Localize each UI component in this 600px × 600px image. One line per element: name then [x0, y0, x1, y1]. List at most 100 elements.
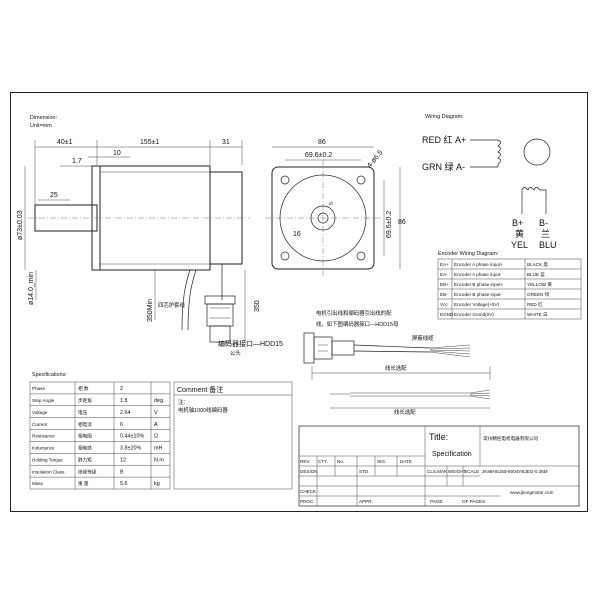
spec-value: B	[120, 469, 124, 475]
encoder-wiring-title: Encoder Wiring Diagram:	[438, 251, 498, 257]
spec-name-cn: 相 数	[78, 385, 89, 392]
page-label: PAGE:	[430, 499, 444, 504]
dim-1-7: 1.7	[72, 158, 82, 165]
website: www.jkongmotor.com	[510, 490, 554, 495]
encoder-desc: Encoder A phase input-	[454, 272, 502, 277]
dim-155: 155±1	[140, 139, 160, 146]
encoder-wiring: Encoder Wiring Diagram: EA+ Encoder A pha…	[437, 251, 582, 320]
cty-label: CTY.	[318, 459, 328, 464]
dim-5: 5	[329, 202, 335, 205]
spec-name: Current	[32, 422, 48, 427]
wire-b-plus-cn: 黄	[515, 228, 524, 239]
spec-name: Voltage	[32, 410, 48, 415]
spec-name-cn: 步距角	[78, 397, 92, 404]
dim-350-min: 350Min	[147, 299, 154, 322]
front-view: 86 69.6±0.2 4-ø6.5 16 5 69.6±0.2 86	[265, 139, 406, 276]
spec-name: Phase	[32, 386, 45, 391]
appr-label: APPR.	[359, 499, 373, 504]
title-label: Title:	[429, 432, 448, 442]
encoder-desc: Encoder Grond(0V)	[454, 312, 494, 317]
dimension-unit: Unit=mm	[30, 123, 52, 129]
dim-86-top: 86	[318, 139, 326, 146]
encoder-pin: Vcc	[440, 302, 448, 307]
wire-b-minus-cn: 兰	[541, 228, 550, 239]
encoder-pin: EB-	[440, 292, 448, 297]
encoder-pin: EA+	[440, 262, 449, 267]
spec-name-cn: 绝缘等级	[78, 468, 97, 475]
encoder-desc: Encoder B phase input+	[454, 282, 503, 287]
dim-31: 31	[222, 139, 230, 146]
spec-value: 1.8	[120, 398, 128, 404]
encoder-table: EA+Encoder A phase input+BLACK 黑EA-Encod…	[438, 262, 581, 318]
encoder-color: RED 红	[527, 301, 543, 307]
spec-value: 2.64	[120, 410, 131, 416]
scale-label: SCALE	[464, 469, 479, 474]
company-name: 常州精控电机电器有限公司	[483, 435, 539, 442]
wire-green: GRN 绿 A-	[422, 161, 465, 172]
cable-length-1: 线长选配	[385, 364, 407, 372]
comment-title: Comment 备注	[177, 385, 223, 394]
rev-label: REV.	[300, 459, 310, 464]
spec-name-cn: 相电阻	[78, 433, 92, 440]
spec-name-cn: 相电流	[78, 421, 92, 428]
spec-unit: mH	[154, 446, 162, 452]
encoder-color: BLACK 黑	[527, 262, 548, 268]
part-number: JK86HS155-6004YBJEO-0.35M	[482, 469, 548, 474]
sig-label: SIG.	[377, 459, 386, 464]
dim-wire-diameter: ø14.0_min	[28, 272, 35, 305]
of-pages-label: OF PAGES	[462, 499, 485, 504]
design-label: DESIGN	[300, 469, 318, 474]
title-block: REV. CTY. No. SIG. DATE DESIGN STD. CHEC…	[298, 425, 580, 507]
spec-value: 3.8±20%	[120, 446, 141, 452]
wire-red: RED 红 A+	[422, 134, 466, 145]
spec-unit: kg	[154, 481, 160, 487]
cable-note-line2: 线，如下图编码器接口—HDD15母	[316, 320, 399, 328]
dimension-title: Dimension:	[30, 115, 57, 121]
cable-drawing: 电机引出线和编码器引出线的配 线，如下图编码器接口—HDD15母 屏蔽线缆 线长…	[303, 309, 491, 416]
encoder-pin: EGND	[440, 312, 454, 317]
spec-name: Holding Torque	[32, 457, 63, 462]
check-label: CHECK	[300, 489, 317, 494]
no-label: No.	[337, 459, 344, 464]
wire-b-minus-color: BLU	[539, 240, 557, 250]
spec-name: Mass	[32, 481, 44, 486]
encoder-desc: Encoder A phase input+	[454, 262, 503, 267]
dim-69-6-side: 69.6±0.2	[386, 211, 393, 238]
encoder-color: BLUE 蓝	[527, 271, 545, 277]
std-label: STD.	[359, 469, 369, 474]
dim-69-6-top: 69.6±0.2	[305, 152, 332, 159]
shield-cable-label: 屏蔽线缆	[412, 334, 434, 342]
specifications-title: Specifications:	[32, 372, 67, 378]
spec-name: Step Angle	[32, 398, 55, 403]
cable-note-line1: 电机引出线和编码器引出线的配	[316, 309, 392, 317]
spec-name-cn: 相电感	[78, 445, 92, 452]
weight-label: WEIGHT	[448, 469, 467, 474]
wiring-title: Wiring Diagram:	[425, 114, 464, 120]
spec-name-cn: 静力矩	[78, 456, 92, 463]
spec-name: Insulation Class	[32, 469, 65, 474]
spec-value: 6	[120, 422, 123, 428]
title-value: Specification	[432, 451, 472, 458]
wiring-diagram: Wiring Diagram: RED 红 A+ GRN 绿 A- B+ B- …	[422, 114, 557, 250]
spec-unit: V	[154, 410, 158, 416]
encoder-color: GREEN 绿	[527, 291, 550, 297]
encoder-desc: Encoder Voltage(+5V)	[454, 302, 500, 307]
dim-350: 350	[254, 300, 261, 312]
encoder-pin: EB+	[440, 282, 449, 287]
cable-note: 四芯护套线	[158, 301, 186, 309]
comment-note: 注：	[178, 398, 189, 406]
dim-16: 16	[293, 231, 301, 238]
spec-value: 0.44±10%	[120, 434, 144, 440]
dim-40: 40±1	[57, 139, 73, 146]
spec-value: 2	[120, 386, 123, 392]
wire-b-plus: B+	[512, 218, 523, 228]
spec-unit: A	[154, 422, 158, 428]
encoder-connector-label: 编码器接口—HDD15	[218, 339, 283, 348]
spec-name-cn: 电压	[78, 409, 88, 416]
side-view: 40±1 155±1 31 10 1.7 25 ø73±0.03 ø14.0_m…	[17, 139, 283, 357]
spec-unit: deg.	[154, 398, 165, 404]
cable-length-2: 线长选配	[394, 408, 416, 416]
encoder-color: WHITE 白	[527, 311, 548, 318]
spec-value: 12	[120, 457, 126, 463]
